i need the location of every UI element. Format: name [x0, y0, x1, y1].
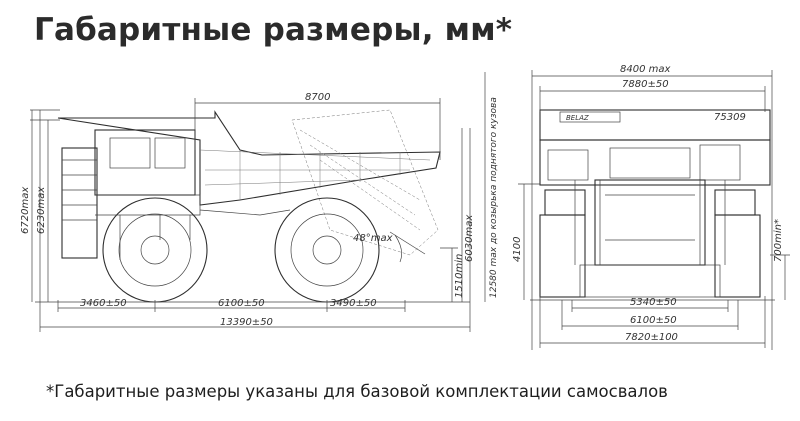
side-view-raised-body [291, 109, 439, 256]
dim-height-rear: 6030max [464, 215, 475, 262]
dim-width-max: 8400 max [620, 64, 670, 75]
front-view-dimension-lines [518, 70, 790, 350]
front-view: 8400 max 7880±50 75309 BELAZ 4100 700min… [512, 64, 790, 350]
dim-tire-width: 7820±100 [625, 332, 678, 343]
dim-body-length: 8700 [305, 92, 330, 103]
side-view: 8700 3460±50 6100±50 3490±50 13390±50 48… [20, 72, 499, 332]
side-view-dimension-lines [30, 72, 486, 332]
dim-total-length: 13390±50 [220, 317, 273, 328]
dim-track-rear: 6100±50 [630, 315, 677, 326]
dim-wheelbase: 6100±50 [218, 298, 265, 309]
dim-dump-angle: 48°max [353, 233, 393, 244]
dim-ground-clearance: 1510min [454, 254, 465, 298]
side-view-front-wheel [102, 197, 208, 303]
dim-track-front: 5340±50 [630, 297, 677, 308]
dim-rear-overhang: 3490±50 [330, 298, 377, 309]
plate-number: 75309 [714, 112, 746, 123]
dim-raised-body-height: 12580 max до козырька поднятого кузова [489, 97, 499, 298]
front-view-wheels [539, 214, 761, 298]
page-title: Габаритные размеры, мм* [34, 12, 513, 48]
side-view-cab [61, 129, 291, 260]
side-view-rear-wheel [274, 197, 380, 303]
grille-brand: BELAZ [566, 114, 589, 122]
dim-height-max: 6720max [20, 187, 31, 234]
dim-width-body: 7880±50 [622, 79, 669, 90]
dim-height-cab: 6230max [36, 187, 47, 234]
dim-front-overhang: 3460±50 [80, 298, 127, 309]
side-view-dump-body [57, 110, 441, 206]
front-view-body [539, 109, 771, 266]
dim-front-clearance: 700min* [773, 219, 784, 262]
footnote: *Габаритные размеры указаны для базовой … [46, 382, 668, 401]
dim-front-height: 4100 [512, 237, 523, 262]
